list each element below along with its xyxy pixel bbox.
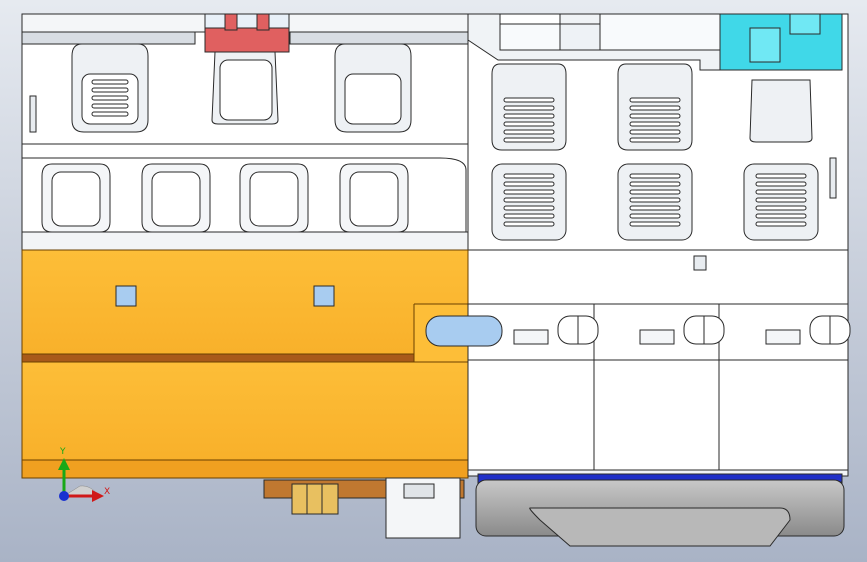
- vent-slot: [629, 97, 681, 103]
- vent-slot: [503, 221, 555, 227]
- vent-slot: [503, 197, 555, 203]
- tab-notch: [639, 329, 675, 345]
- axis-x-label: X: [104, 487, 110, 497]
- vent-slot: [91, 79, 129, 85]
- vent-slot: [629, 181, 681, 187]
- orange-housing: [21, 249, 469, 479]
- vent-slot: [629, 129, 681, 135]
- latch-frame: [749, 79, 813, 143]
- vent-slot: [629, 213, 681, 219]
- vent-slot: [91, 103, 129, 109]
- vent-slot: [503, 121, 555, 127]
- vent-slot: [503, 181, 555, 187]
- vent-slot: [755, 221, 807, 227]
- vent-slot: [755, 189, 807, 195]
- vent-slot: [503, 189, 555, 195]
- vent-slot: [629, 105, 681, 111]
- axis-y-label: Y: [59, 447, 66, 457]
- vent-slot: [503, 205, 555, 211]
- bottom-fixtures: [263, 477, 845, 547]
- vent-slot: [629, 205, 681, 211]
- window-opening: [151, 171, 201, 227]
- vent-slot: [91, 111, 129, 117]
- vent-slot: [91, 95, 129, 101]
- vent-slot: [503, 105, 555, 111]
- vent-slot: [755, 181, 807, 187]
- axis-triad[interactable]: Y X: [58, 447, 110, 502]
- vent-slot: [755, 213, 807, 219]
- vent-slot: [503, 129, 555, 135]
- tab-notch: [765, 329, 801, 345]
- vent-slot: [91, 87, 129, 93]
- vent-slot: [503, 97, 555, 103]
- left-top-latches: [71, 43, 412, 133]
- vent-slot: [629, 113, 681, 119]
- cyan-connector-part: [719, 13, 843, 71]
- vent-slot: [629, 137, 681, 143]
- vent-slot: [503, 213, 555, 219]
- vent-slot: [629, 189, 681, 195]
- vent-slot: [755, 205, 807, 211]
- vent-slot: [755, 173, 807, 179]
- right-latch-row: [491, 63, 813, 151]
- vent-slot: [629, 197, 681, 203]
- vent-slot: [629, 221, 681, 227]
- window-opening: [249, 171, 299, 227]
- window-opening: [349, 171, 399, 227]
- vent-slot: [503, 137, 555, 143]
- right-vent-row: [491, 163, 819, 241]
- window-opening: [51, 171, 101, 227]
- vent-slot: [503, 113, 555, 119]
- vent-slot: [629, 173, 681, 179]
- vent-slot: [755, 197, 807, 203]
- blue-slot: [425, 315, 503, 347]
- red-connector-part: [204, 13, 290, 53]
- vent-slot: [629, 121, 681, 127]
- left-window-row: [41, 163, 409, 233]
- vent-slot: [503, 173, 555, 179]
- tab-notch: [513, 329, 549, 345]
- slot-row: [513, 315, 851, 345]
